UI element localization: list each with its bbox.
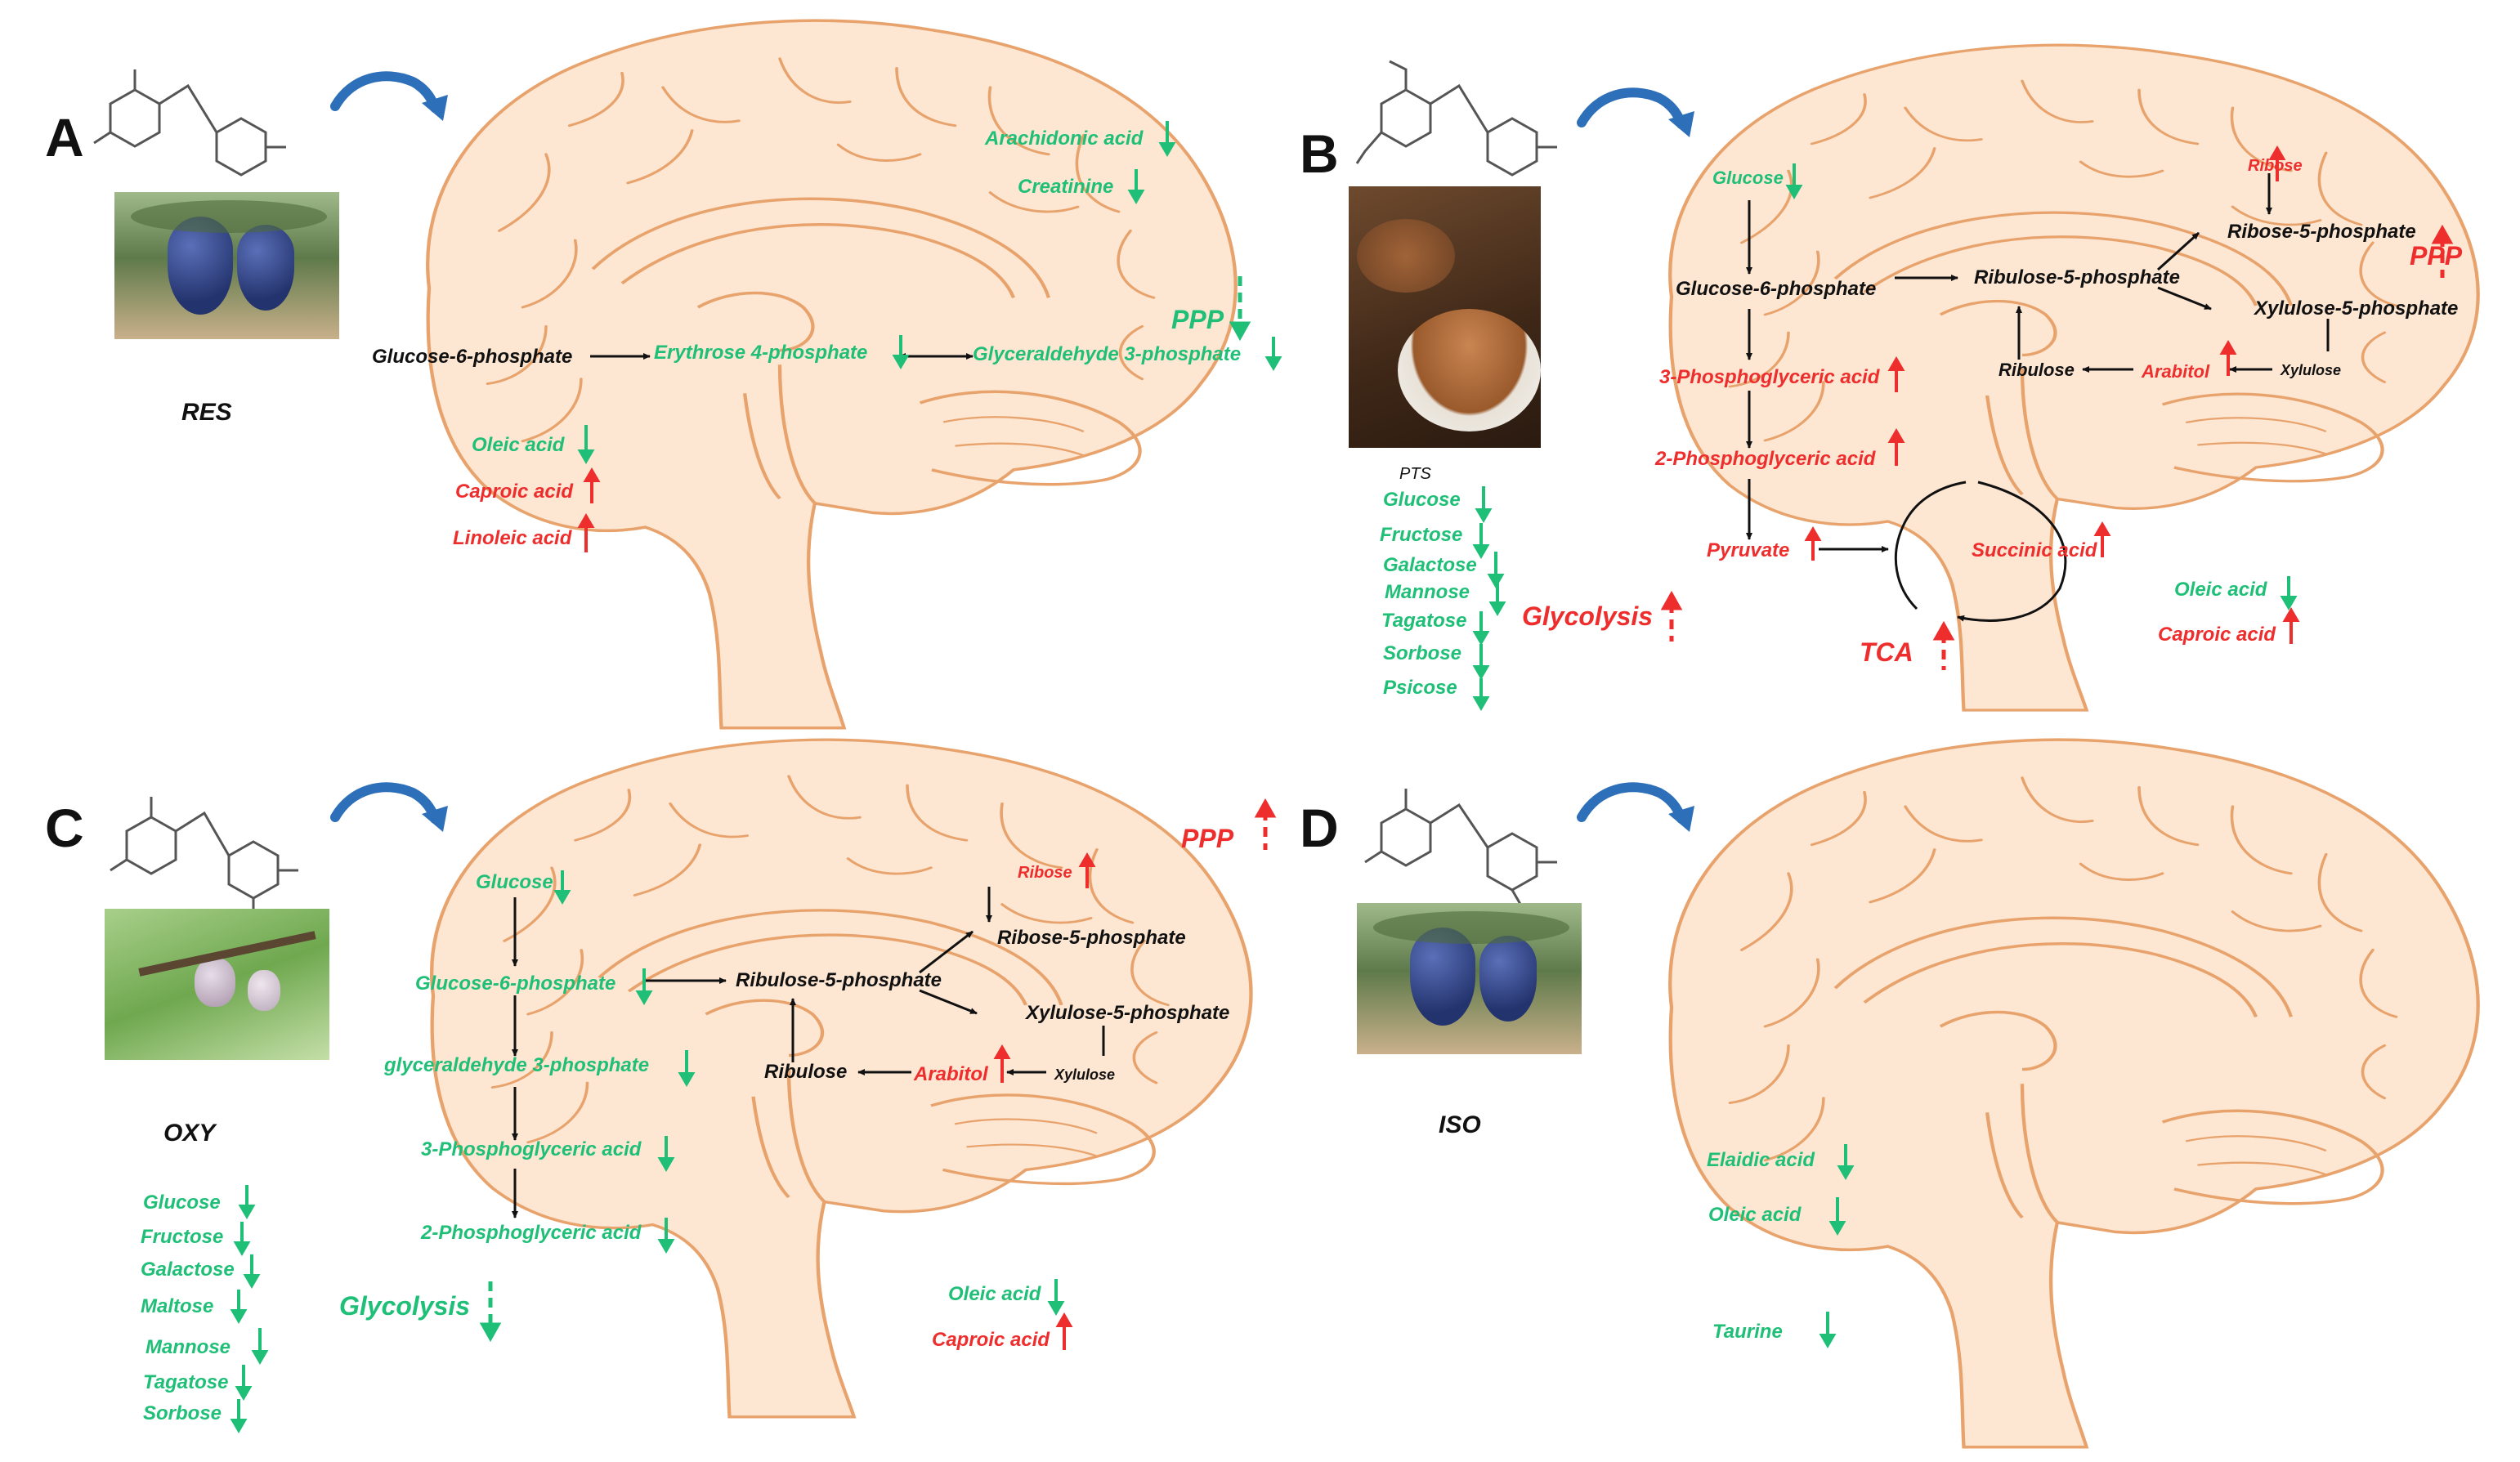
panel-letter-c: C	[45, 798, 84, 858]
metabolite-linoleic: Linoleic acid	[453, 527, 572, 549]
list-item: Galactose	[141, 1259, 235, 1281]
list-item: Glucose	[143, 1192, 221, 1214]
metabolite-glucose: Glucose	[476, 871, 553, 893]
dashed-up-icon	[1660, 224, 2454, 670]
metabolite-pga2: 2-Phosphoglyceric acid	[421, 1222, 642, 1244]
metabolite-oleic: Oleic acid	[2174, 579, 2267, 601]
arrow-down-icon	[577, 121, 1282, 464]
metabolite-r5p: Ribose-5-phosphate	[2227, 221, 2416, 243]
pathway-arrows-c	[512, 887, 1105, 1218]
arrow-up-icon	[1804, 145, 2300, 644]
pathway-arrows-b	[1746, 173, 2330, 622]
pathway-glycolysis: Glycolysis	[339, 1291, 471, 1321]
list-item: Psicose	[1383, 677, 1457, 699]
compound-name-oxy: OXY	[163, 1120, 216, 1147]
metabolite-ribose: Ribose	[1018, 864, 1072, 882]
metabolite-ribulose: Ribulose	[764, 1061, 848, 1083]
list-item: Tagatose	[143, 1371, 229, 1393]
almond-bowl-photo	[1349, 186, 1541, 448]
panel-letter-d: D	[1300, 798, 1339, 858]
structure-d	[1364, 789, 1557, 917]
metabolite-succinic: Succinic acid	[1972, 539, 2097, 561]
pathway-ppp: PPP	[2410, 241, 2463, 270]
arrow-down-icon	[1472, 163, 2298, 711]
metabolite-ru5p: Ribulose-5-phosphate	[736, 969, 942, 991]
structure-a	[93, 69, 286, 177]
list-item: Glucose	[1383, 489, 1461, 511]
metabolite-xu5p: Xylulose-5-phosphate	[1026, 1002, 1230, 1024]
panel-letter-b: B	[1300, 123, 1339, 184]
list-item: Mannose	[1385, 581, 1470, 603]
metabolite-arachidonic: Arachidonic acid	[985, 127, 1144, 150]
metabolite-caproic: Caproic acid	[2158, 624, 2276, 646]
structure-c	[110, 797, 298, 915]
metabolite-glucose: Glucose	[1712, 168, 1784, 188]
metabolite-r5p: Ribose-5-phosphate	[997, 927, 1186, 949]
metabolite-xylulose: Xylulose	[2281, 362, 2342, 378]
metabolite-g6p: Glucose-6-phosphate	[372, 346, 573, 368]
metabolite-caproic: Caproic acid	[932, 1329, 1050, 1351]
metabolite-g6p: Glucose-6-phosphate	[415, 972, 616, 995]
compound-name-res: RES	[181, 399, 232, 426]
pathway-ppp: PPP	[1181, 824, 1234, 853]
grape-cluster-photo	[1357, 903, 1582, 1054]
compound-name-pts: PTS	[1399, 465, 1431, 483]
pathway-tca: TCA	[1860, 637, 1913, 667]
metabolite-e4p: Erythrose 4-phosphate	[654, 342, 868, 364]
dashed-up-icon	[1254, 798, 1277, 850]
grape-cluster-photo	[114, 192, 339, 339]
metabolite-creatinine: Creatinine	[1018, 176, 1114, 198]
list-item: Sorbose	[1383, 642, 1462, 664]
pathway-glycolysis: Glycolysis	[1522, 601, 1654, 631]
brain-outline-d	[1670, 740, 2478, 1447]
metabolite-oleic: Oleic acid	[948, 1283, 1041, 1305]
list-item: Sorbose	[143, 1402, 222, 1424]
dashed-down-icon	[479, 1281, 502, 1343]
arrow-down-icon	[1819, 1144, 1855, 1348]
compound-name-iso: ISO	[1439, 1111, 1481, 1138]
arrow-up-icon	[993, 852, 1096, 1350]
metabolite-g3p: Glyceraldehyde 3-phosphate	[973, 343, 1242, 365]
metabolite-pga3: 3-Phosphoglyceric acid	[1659, 366, 1880, 388]
metabolite-pga3: 3-Phosphoglyceric acid	[421, 1138, 642, 1160]
list-item: Fructose	[141, 1226, 224, 1248]
arrow-up-icon	[577, 467, 601, 552]
change-arrows	[230, 121, 2454, 1433]
metabolite-xylulose: Xylulose	[1054, 1066, 1116, 1083]
list-item: Tagatose	[1381, 610, 1467, 632]
pathway-ppp: PPP	[1171, 305, 1224, 334]
curved-arrow-c	[335, 787, 448, 832]
structure-b	[1355, 60, 1557, 177]
metabolite-g3p: glyceraldehyde 3-phosphate	[384, 1054, 650, 1076]
metabolite-elaidic: Elaidic acid	[1707, 1149, 1815, 1171]
metabolite-arabitol: Arabitol	[914, 1063, 988, 1085]
arrow-down-icon	[230, 870, 1065, 1433]
metabolite-arabitol: Arabitol	[2142, 361, 2210, 382]
mulberry-branch-photo	[105, 909, 329, 1060]
metabolite-ribulose: Ribulose	[1999, 360, 2075, 380]
metabolite-oleic: Oleic acid	[472, 434, 565, 456]
metabolite-xu5p: Xylulose-5-phosphate	[2254, 297, 2459, 320]
metabolite-oleic: Oleic acid	[1708, 1204, 1802, 1226]
metabolite-ribose: Ribose	[2248, 157, 2303, 175]
metabolite-pyruvate: Pyruvate	[1707, 539, 1790, 561]
list-item: Maltose	[141, 1295, 214, 1317]
metabolite-taurine: Taurine	[1712, 1321, 1783, 1343]
dashed-down-icon	[1229, 276, 1251, 342]
metabolite-pga2: 2-Phosphoglyceric acid	[1655, 448, 1876, 470]
curved-arrow-b	[1582, 92, 1694, 137]
panel-letter-a: A	[45, 107, 84, 168]
curved-arrow-a	[335, 76, 448, 121]
metabolite-caproic: Caproic acid	[455, 481, 574, 503]
list-item: Galactose	[1383, 554, 1477, 576]
metabolite-g6p: Glucose-6-phosphate	[1676, 278, 1877, 300]
metabolite-ru5p: Ribulose-5-phosphate	[1974, 266, 2181, 288]
list-item: Fructose	[1380, 524, 1463, 546]
curved-arrow-d	[1582, 787, 1694, 832]
list-item: Mannose	[145, 1336, 231, 1358]
